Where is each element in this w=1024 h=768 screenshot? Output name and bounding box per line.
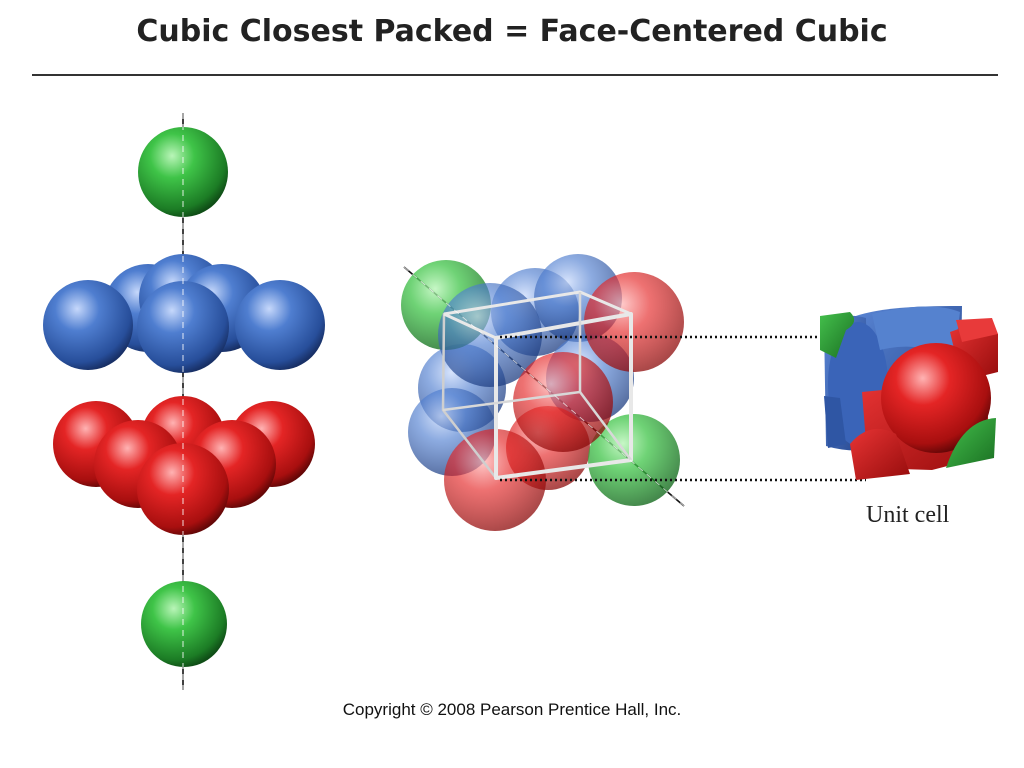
red-corner-piece: [850, 428, 910, 480]
blue-sphere: [235, 280, 325, 370]
green-sphere: [141, 581, 227, 667]
red-sphere: [513, 352, 613, 452]
layer-bottom-green: [141, 581, 227, 667]
blue-edge-piece: [824, 396, 846, 448]
fcc-cluster: [401, 254, 685, 531]
red-sphere: [444, 429, 546, 531]
blue-sphere: [43, 280, 133, 370]
title-rule: [32, 74, 998, 76]
copyright-notice: Copyright © 2008 Pearson Prentice Hall, …: [342, 700, 682, 719]
red-face-center-sphere: [881, 343, 991, 453]
layer-blue: [43, 254, 325, 373]
diagram-title: Cubic Closest Packed = Face-Centered Cub…: [136, 14, 888, 49]
unit-cell: [820, 305, 998, 480]
green-corner-piece: [946, 418, 996, 468]
layer-red: [53, 396, 315, 535]
cube-frame: [441, 290, 633, 480]
layer-stack: [43, 113, 325, 690]
green-corner-piece: [820, 312, 855, 358]
red-corner-top: [956, 318, 998, 342]
unit-cell-label: Unit cell: [866, 502, 950, 528]
red-sphere: [584, 272, 684, 372]
